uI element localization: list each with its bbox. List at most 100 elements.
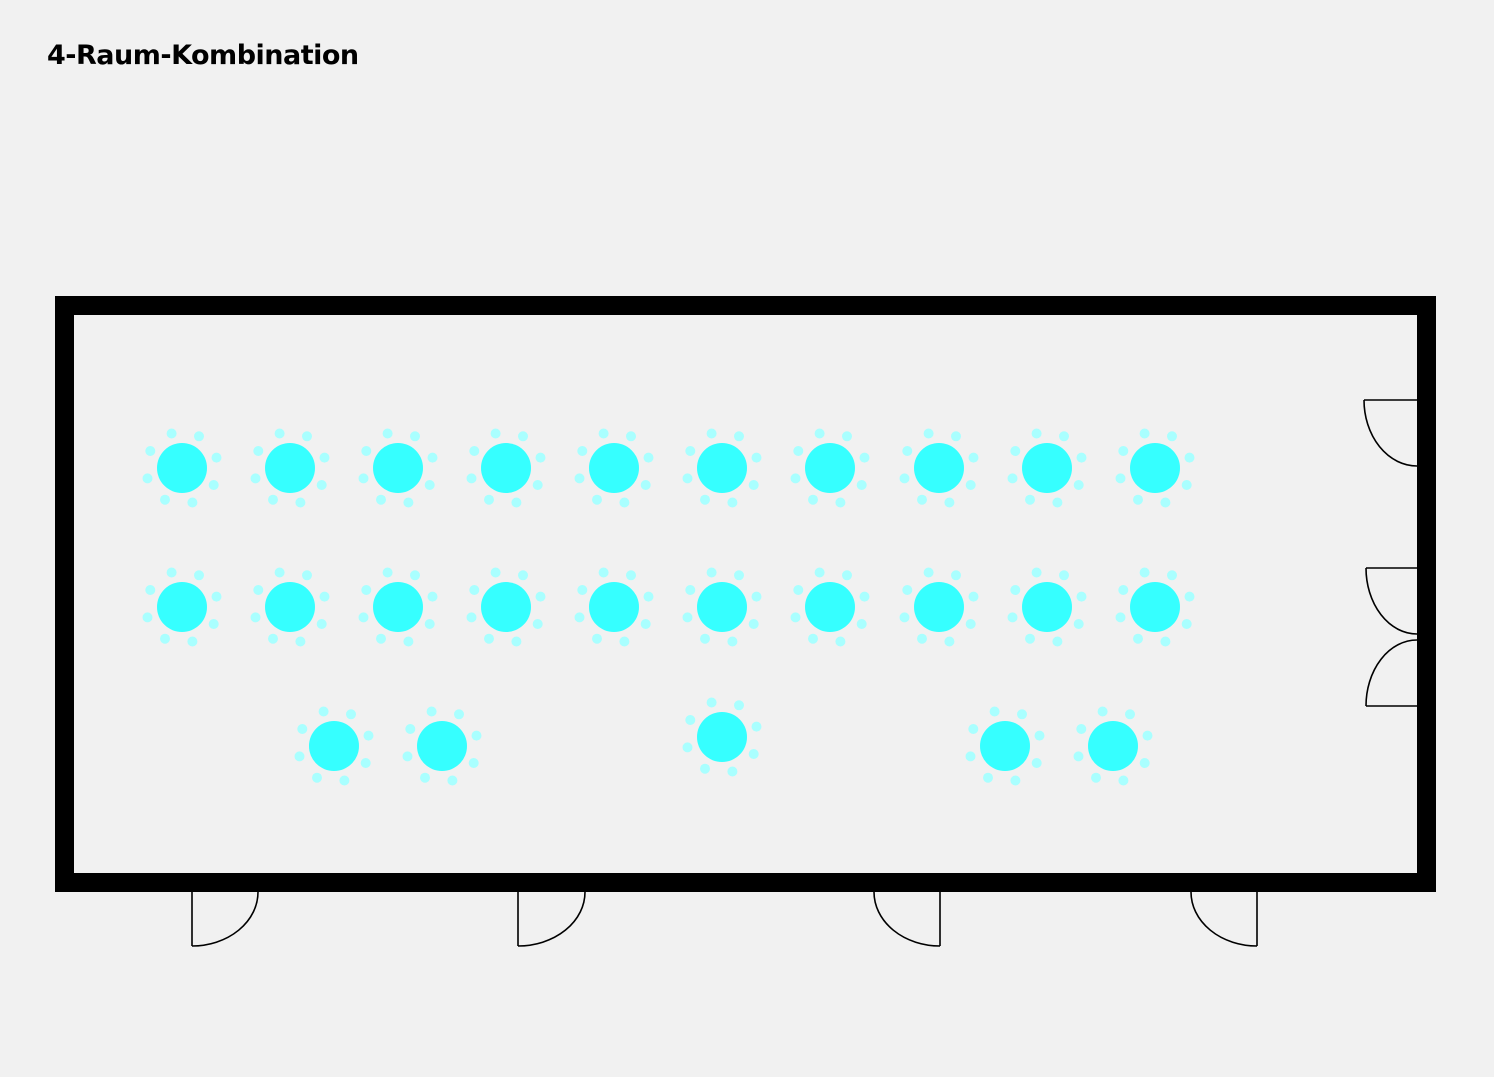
chair [835, 497, 846, 508]
chair [1115, 473, 1126, 484]
round-table [790, 567, 870, 647]
chair [426, 706, 437, 717]
chair [361, 446, 372, 456]
chair [592, 633, 602, 644]
chair [1031, 758, 1042, 768]
round-table [358, 567, 438, 647]
chair [968, 591, 979, 602]
chair [1010, 446, 1021, 456]
round-table [250, 428, 330, 508]
round-table [899, 567, 979, 647]
chair [410, 431, 420, 442]
chair [727, 766, 738, 777]
door-right-1[interactable] [1363, 399, 1418, 467]
chair [808, 633, 818, 644]
chair [1017, 709, 1027, 720]
table-top [914, 443, 964, 493]
chair [1073, 751, 1084, 762]
chair [194, 431, 204, 442]
chair [295, 497, 306, 508]
chair [592, 494, 602, 505]
door-right-3[interactable] [1365, 639, 1418, 707]
chair [965, 480, 976, 490]
chair [734, 570, 744, 581]
chair [968, 452, 979, 463]
door-bottom-1[interactable] [191, 891, 259, 947]
round-table [682, 567, 762, 647]
chair [471, 730, 482, 741]
chair [484, 494, 494, 505]
chair [363, 730, 374, 741]
chair [989, 706, 1000, 717]
chair [490, 428, 501, 439]
chair [577, 446, 588, 456]
chair [751, 721, 762, 732]
chair [842, 570, 852, 581]
chair [1118, 446, 1129, 456]
chair [490, 567, 501, 578]
chair [405, 724, 416, 734]
chair [1073, 480, 1084, 490]
chair [574, 612, 585, 623]
chair [376, 633, 386, 644]
chair [856, 480, 867, 490]
chair [166, 428, 177, 439]
round-table [1115, 428, 1195, 508]
chair [619, 497, 630, 508]
chair [899, 473, 910, 484]
round-table [682, 697, 762, 777]
chair [1076, 452, 1087, 463]
door-bottom-4[interactable] [1190, 891, 1258, 947]
chair [814, 428, 825, 439]
chair [951, 431, 961, 442]
door-bottom-3[interactable] [873, 891, 941, 947]
chair [1139, 758, 1150, 768]
chair [814, 567, 825, 578]
chair [1097, 706, 1108, 717]
chair [253, 585, 264, 595]
chair [643, 591, 654, 602]
chair [685, 585, 696, 595]
chair [208, 619, 219, 629]
chair [187, 636, 198, 647]
chair [295, 636, 306, 647]
chair [361, 585, 372, 595]
chair [965, 751, 976, 762]
chair [1184, 452, 1195, 463]
chair [856, 619, 867, 629]
door-right-2[interactable] [1365, 567, 1418, 635]
chair [1031, 428, 1042, 439]
chair [1025, 633, 1035, 644]
chair [1073, 619, 1084, 629]
table-top [697, 582, 747, 632]
chair [145, 446, 156, 456]
chair [466, 612, 477, 623]
chair [1139, 567, 1150, 578]
chair [682, 742, 693, 753]
chair [790, 612, 801, 623]
chair [682, 473, 693, 484]
chair [535, 452, 546, 463]
chair [640, 480, 651, 490]
chair [420, 772, 430, 783]
chair [360, 758, 371, 768]
chair [346, 709, 356, 720]
chair [469, 446, 480, 456]
chair [318, 706, 329, 717]
chair [835, 636, 846, 647]
table-top [980, 721, 1030, 771]
chair [382, 567, 393, 578]
table-top [373, 582, 423, 632]
table-top [1130, 582, 1180, 632]
door-bottom-2[interactable] [517, 891, 586, 947]
chair [685, 446, 696, 456]
table-top [481, 582, 531, 632]
round-table [1007, 428, 1087, 508]
chair [1160, 497, 1171, 508]
chair [643, 452, 654, 463]
chair [1133, 494, 1143, 505]
table-top [481, 443, 531, 493]
chair [312, 772, 322, 783]
round-table [1115, 567, 1195, 647]
